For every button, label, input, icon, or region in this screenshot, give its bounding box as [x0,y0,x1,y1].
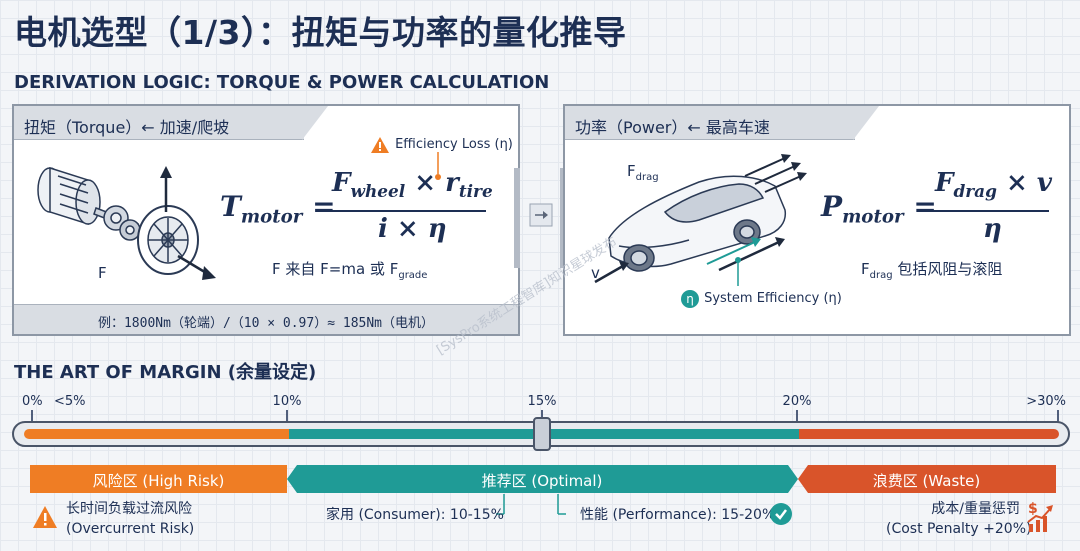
fdrag-label: Fdrag [627,162,659,183]
waste-note-line1: 成本/重量惩罚 [931,501,1020,517]
tick-label-10: 10% [272,394,302,409]
section-title-margin: THE ART OF MARGIN (余量设定) [14,362,317,383]
torque-formula-denominator: i × η [378,214,447,244]
motor-wheel-illustration [37,166,216,280]
torque-fraction-line [330,210,486,212]
section-title-derivation: DERIVATION LOGIC: TORQUE & POWER CALCULA… [14,72,550,93]
power-formula-lhs: Pmotor = [821,190,937,228]
velocity-label: v [591,264,600,282]
cost-chart-icon: $ [1027,501,1053,532]
risk-note: 长时间负载过流风险 (Overcurrent Risk) [66,499,194,539]
torque-panel-header: 扭矩（Torque）← 加速/爬坡 [14,106,304,140]
torque-note-main: F 来自 F=ma 或 F [272,260,399,278]
power-note: Fdrag 包括风阻与滚阻 [861,258,1002,281]
power-lhs-sub: motor [842,206,904,228]
power-formula-denominator: η [983,214,1002,244]
warning-icon [33,506,57,528]
margin-slider-handle[interactable] [533,417,551,451]
page-title: 电机选型（1/3）：扭矩与功率的量化推导 [14,13,627,52]
torque-lhs-symbol: T [220,190,241,223]
power-note-prefix: F [861,260,870,278]
power-num-b: × v [1006,168,1052,198]
risk-note-line1: 长时间负载过流风险 [66,501,192,517]
system-efficiency-callout: η System Efficiency (η) [681,288,842,308]
system-efficiency-label: System Efficiency (η) [704,291,842,306]
power-formula-numerator: Fdrag × v [935,168,1052,201]
car-illustration [594,154,807,284]
tab-notch [853,106,879,140]
power-equals: = [913,190,937,223]
torque-times: × [414,168,437,198]
power-num-a: F [935,168,954,198]
torque-num-a-sub: wheel [350,181,406,202]
torque-num-b: r [445,168,459,198]
torque-note: F 来自 F=ma 或 Fgrade [272,258,427,281]
check-icon [770,503,792,525]
tick-label-0: 0% [22,394,43,409]
performance-note: 性能 (Performance): 15-20% [580,507,776,523]
svg-text:$: $ [1028,501,1038,517]
power-note-main: 包括风阻与滚阻 [892,260,1003,278]
torque-example: 例：1800Nm（轮端）/（10 × 0.97）≈ 185Nm（电机） [14,304,518,334]
check-mark [775,509,787,520]
fdrag-symbol: F [627,162,636,180]
power-note-prefix-sub: drag [869,270,893,281]
torque-formula-numerator: Fwheel × rtire [332,168,493,201]
zone-optimal: 推荐区 (Optimal) [481,472,603,490]
torque-equals: = [312,190,336,223]
track-segment-risk [24,429,289,439]
tab-notch [302,106,328,140]
tick-label-20: 20% [782,394,812,409]
torque-num-b-sub: tire [458,181,493,202]
force-label: F [98,264,107,282]
optimal-callout-lines [496,494,566,515]
zone-risk: 风险区 (High Risk) [92,472,225,490]
zone-shapes [30,465,1056,493]
power-panel-title: 功率（Power）← 最高车速 [575,118,770,137]
power-fraction-line [933,210,1049,212]
torque-panel-title: 扭矩（Torque）← 加速/爬坡 [24,118,230,137]
torque-num-a: F [332,168,351,198]
zone-waste: 浪费区 (Waste) [872,472,981,490]
torque-note-sub: grade [398,270,428,281]
tick-label-15: 15% [527,394,557,409]
tick-label-30: >30% [1026,394,1066,409]
efficiency-loss-label: Efficiency Loss (η) [395,137,513,152]
waste-note: 成本/重量惩罚 (Cost Penalty +20%) [886,499,1032,539]
system-efficiency-pointer [735,257,741,286]
efficiency-loss-pointer [435,152,441,180]
track-segment-waste [799,429,1059,439]
warning-icon [371,136,389,153]
power-num-a-sub: drag [953,181,997,202]
fdrag-sub: drag [635,172,659,183]
power-lhs-symbol: P [821,190,843,223]
waste-note-line2: (Cost Penalty +20%) [886,521,1032,537]
power-panel-header: 功率（Power）← 最高车速 [565,106,855,140]
eta-badge: η [681,289,699,308]
power-panel: 功率（Power）← 最高车速 [563,104,1071,336]
torque-formula-lhs: Tmotor = [220,190,336,228]
efficiency-loss-callout: Efficiency Loss (η) [370,134,513,154]
eta-badge-symbol: η [686,291,694,306]
torque-lhs-sub: motor [240,206,303,228]
torque-panel: 扭矩（Torque）← 加速/爬坡 [12,104,520,336]
risk-note-line2: (Overcurrent Risk) [66,521,195,537]
consumer-note: 家用 (Consumer): 10-15% [326,507,504,523]
tick-label-5: <5% [54,394,86,409]
